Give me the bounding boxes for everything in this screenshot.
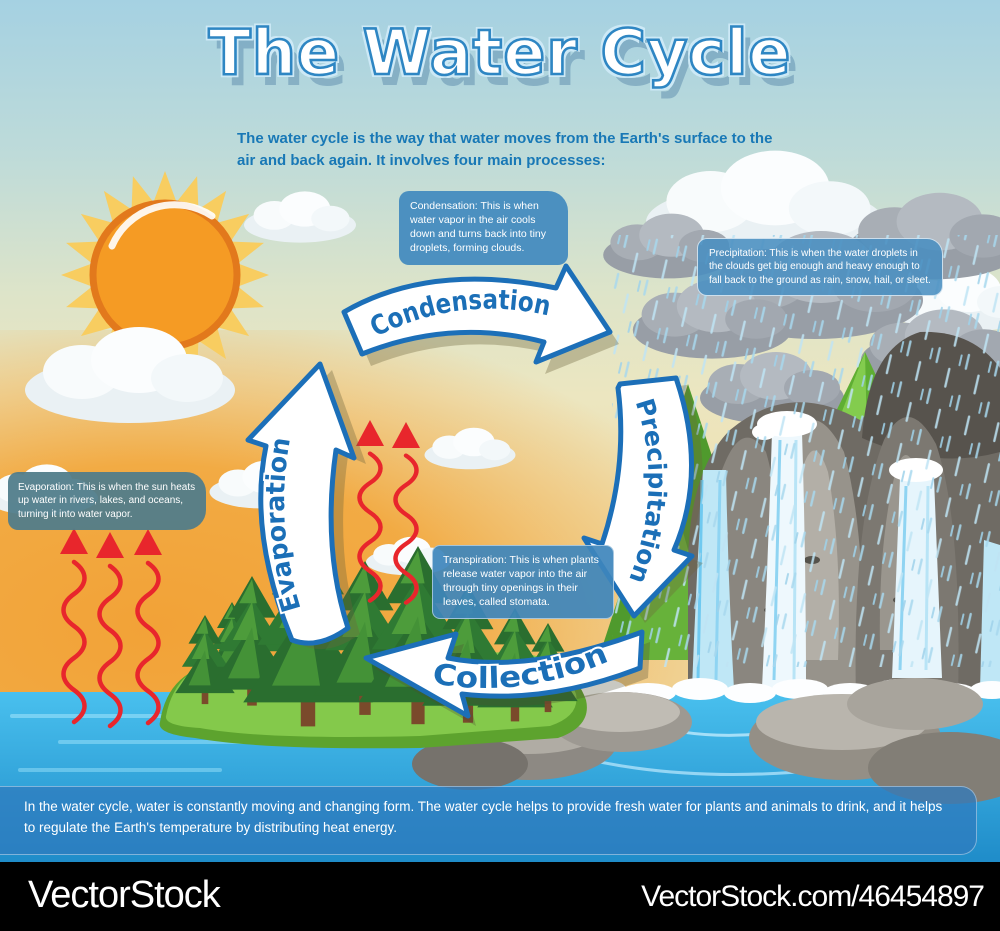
evaporation-vapor-arrows — [60, 420, 420, 726]
page-title: The Water Cycle — [207, 15, 792, 91]
transpiration-callout: Transpiration: This is when plants relea… — [432, 545, 614, 619]
condensation-callout: Condensation: This is when water vapor i… — [399, 191, 568, 265]
watermark-bar: VectorStock VectorStock.com/46454897 — [0, 862, 1000, 931]
precipitation-callout: Precipitation: This is when the water dr… — [697, 238, 943, 296]
scene-illustration: Condensation Precipitation Collection Ev… — [0, 0, 1000, 862]
footer-note: In the water cycle, water is constantly … — [0, 786, 977, 855]
condensation-arrow — [341, 263, 619, 374]
watermark-credit: VectorStock.com/46454897 — [641, 880, 985, 913]
watermark-brand: VectorStock — [28, 874, 221, 916]
pool-rocks — [412, 678, 1000, 804]
subtitle: The water cycle is the way that water mo… — [237, 130, 773, 169]
evaporation-arrow — [245, 361, 366, 650]
evaporation-callout: Evaporation: This is when the sun heats … — [8, 472, 206, 530]
collection-arrow — [363, 629, 650, 726]
